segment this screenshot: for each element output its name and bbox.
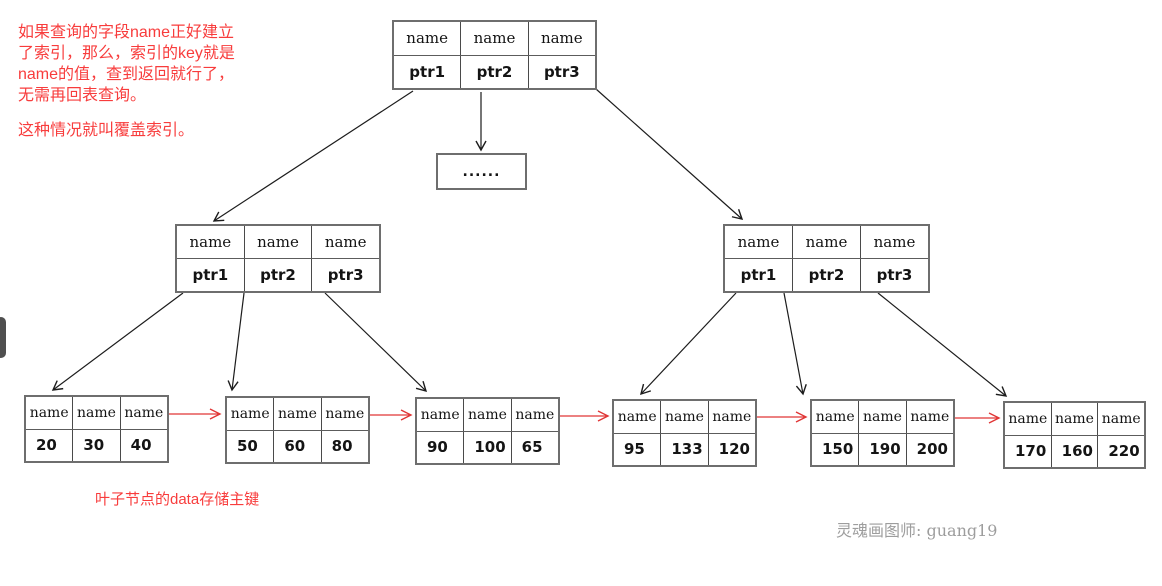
pointer-cell: ptr3: [527, 55, 595, 88]
pointer-cell: ptr1: [409, 62, 446, 81]
pointer-cell: ptr2: [243, 259, 312, 291]
value-cell: 150: [822, 440, 854, 459]
value-cell: 100: [463, 431, 510, 463]
right-internal-node: name name name ptr1 ptr2 ptr3: [723, 224, 930, 293]
key-cell: name: [905, 401, 953, 433]
key-cell: name: [273, 398, 320, 430]
key-cell: name: [320, 398, 368, 430]
covering-index-conclusion: 这种情况就叫覆盖索引。: [18, 122, 195, 139]
key-cell: name: [189, 233, 232, 251]
key-cell: name: [860, 226, 928, 258]
value-cell: 120: [707, 433, 755, 465]
key-cell: name: [815, 408, 855, 425]
pointer-cell: ptr3: [311, 259, 379, 291]
key-cell: name: [510, 399, 558, 431]
value-cell: 65: [510, 431, 558, 463]
leaf-data-note: 叶子节点的data存储主键: [95, 491, 260, 508]
value-cell: 40: [119, 429, 167, 461]
key-cell: name: [463, 399, 510, 431]
value-cell: 190: [858, 433, 905, 465]
key-cell: name: [617, 408, 657, 425]
key-cell: name: [1008, 410, 1048, 427]
key-cell: name: [1050, 403, 1098, 435]
covering-index-note: 如果查询的字段name正好建立 了索引，那么，索引的key就是 name的值，查…: [18, 24, 235, 104]
value-cell: 95: [624, 440, 645, 459]
value-cell: 220: [1097, 435, 1144, 467]
pointer-row: ptr1 ptr2 ptr3: [725, 259, 928, 291]
left-internal-node: name name name ptr1 ptr2 ptr3: [175, 224, 381, 293]
ellipsis-node: ......: [436, 153, 527, 190]
key-cell: name: [29, 404, 69, 421]
value-cell: 90: [427, 438, 448, 457]
key-cell: name: [72, 397, 119, 429]
key-cell: name: [527, 22, 595, 55]
value-cell: 20: [36, 436, 57, 455]
key-row: name name name: [725, 226, 928, 259]
key-cell: name: [119, 397, 167, 429]
key-cell: name: [737, 233, 780, 251]
value-cell: 50: [237, 437, 258, 456]
pointer-cell: ptr1: [740, 266, 777, 284]
key-cell: name: [792, 226, 860, 258]
root-key-row: name name name: [394, 22, 595, 56]
value-cell: 133: [660, 433, 707, 465]
key-cell: name: [420, 406, 460, 423]
pointer-cell: ptr3: [860, 259, 928, 291]
key-cell: name: [311, 226, 379, 258]
value-cell: 30: [72, 429, 119, 461]
pointer-cell: ptr2: [792, 259, 860, 291]
key-cell: name: [406, 29, 449, 48]
key-row: name name name: [177, 226, 379, 259]
key-cell: name: [243, 226, 312, 258]
key-cell: name: [707, 401, 755, 433]
root-node: name name name ptr1 ptr2 ptr3: [392, 20, 597, 90]
value-cell: 60: [273, 430, 320, 462]
key-cell: name: [660, 401, 707, 433]
key-cell: name: [1097, 403, 1144, 435]
pointer-cell: ptr2: [460, 55, 527, 88]
scrollbar-thumb[interactable]: [0, 317, 6, 358]
value-cell: 80: [320, 430, 368, 462]
author-signature: 灵魂画图师: guang19: [836, 521, 998, 540]
key-cell: name: [460, 22, 527, 55]
key-cell: name: [858, 401, 905, 433]
pointer-cell: ptr1: [192, 266, 229, 284]
key-cell: name: [230, 405, 270, 422]
value-cell: 170: [1015, 442, 1047, 461]
root-pointer-row: ptr1 ptr2 ptr3: [394, 55, 595, 88]
pointer-row: ptr1 ptr2 ptr3: [177, 259, 379, 291]
value-cell: 160: [1050, 435, 1098, 467]
value-cell: 200: [905, 433, 953, 465]
